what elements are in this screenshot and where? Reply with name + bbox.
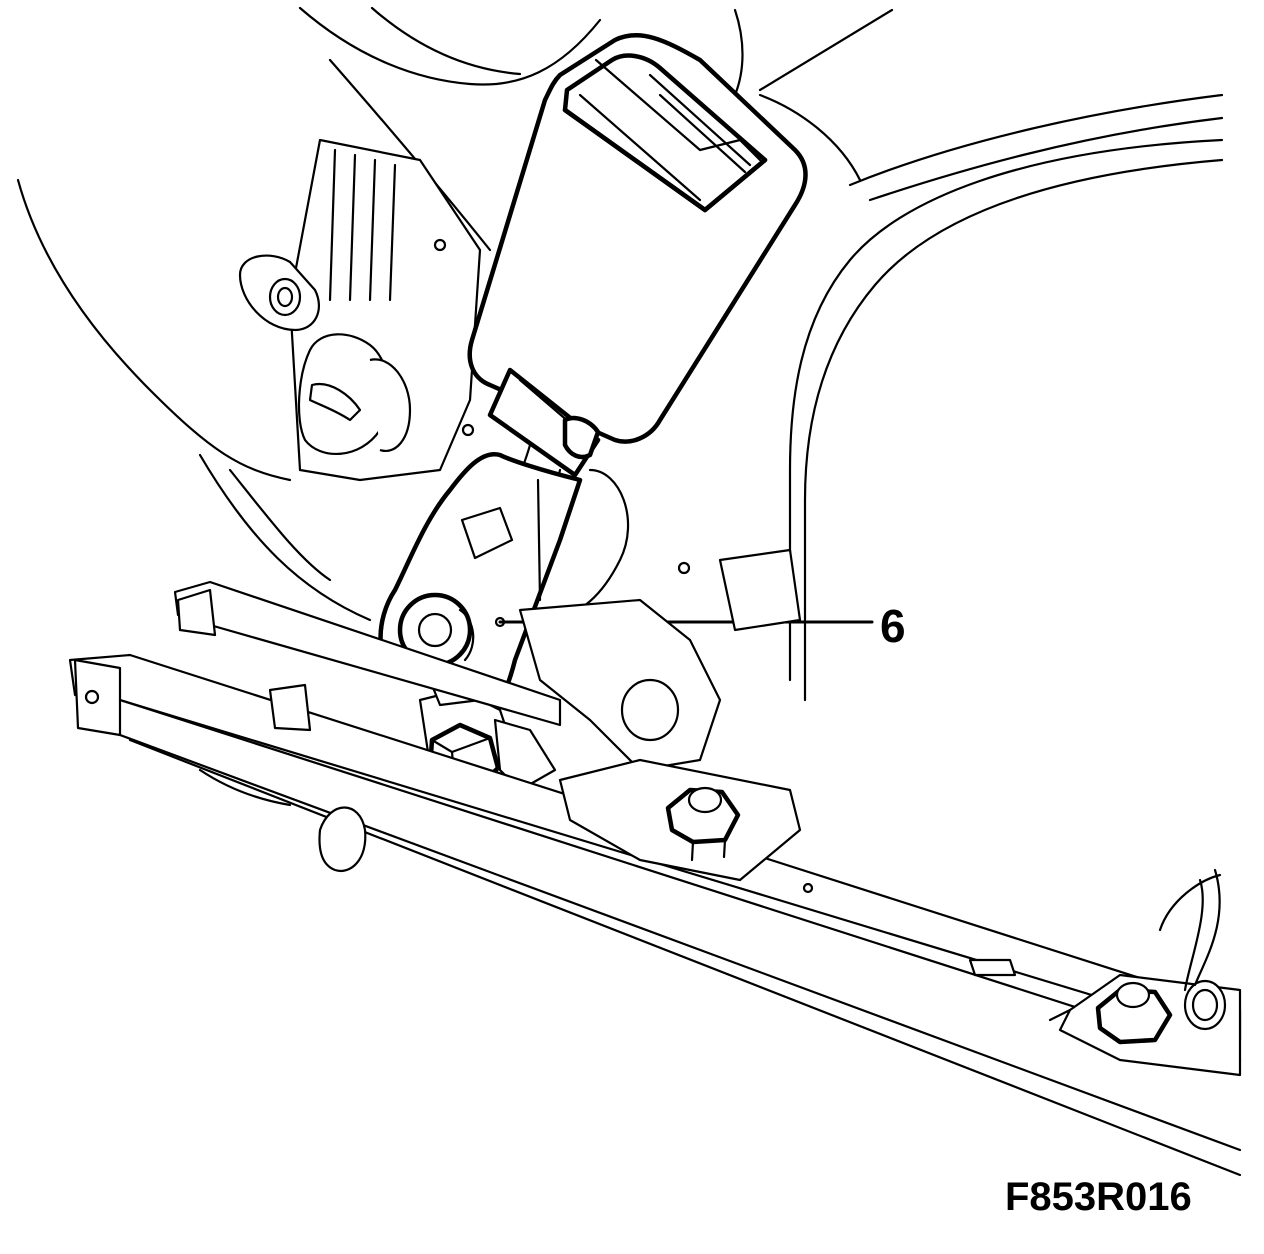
seat-bracket xyxy=(238,138,482,482)
buckle-anchor-plate xyxy=(378,451,583,723)
seat-belt-buckle xyxy=(467,32,808,444)
callout-label-6: 6 xyxy=(880,600,906,652)
figure-id: F853R016 xyxy=(1005,1175,1192,1219)
floor-mount xyxy=(558,758,1242,1077)
